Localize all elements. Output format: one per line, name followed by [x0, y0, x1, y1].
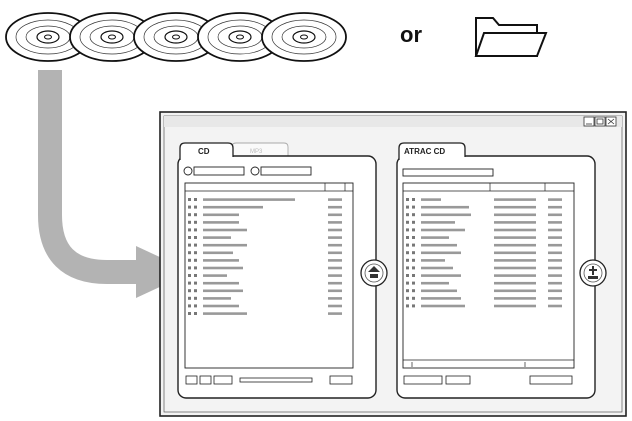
cd-track-row[interactable] — [188, 198, 342, 201]
left-control-button-4[interactable] — [329, 375, 353, 385]
or-text: or — [400, 22, 422, 47]
cd-track-rows — [188, 198, 342, 315]
right-control-button-1[interactable] — [403, 375, 443, 385]
cd-track-row[interactable] — [188, 220, 342, 224]
atrac-track-row[interactable] — [406, 258, 562, 262]
cd-track-row[interactable] — [188, 251, 342, 255]
cd-track-row[interactable] — [188, 266, 342, 270]
right-control-button-2[interactable] — [445, 375, 471, 385]
cd-track-row[interactable] — [188, 312, 342, 315]
cd-track-row[interactable] — [188, 228, 342, 232]
destination-field[interactable] — [402, 168, 494, 177]
left-control-button-3[interactable] — [213, 375, 233, 385]
left-panel-controls — [185, 375, 353, 385]
atrac-track-row[interactable] — [406, 205, 562, 209]
tab-atrac-cd-label: ATRAC CD — [404, 147, 445, 156]
atrac-track-row[interactable] — [406, 198, 562, 201]
maximize-icon[interactable] — [594, 116, 606, 127]
cd-track-row[interactable] — [188, 236, 342, 239]
tab-atrac-cd[interactable]: ATRAC CD — [398, 142, 466, 160]
left-panel: MP3 CD — [177, 142, 377, 399]
tab-cd-label: CD — [198, 147, 210, 156]
left-control-button-1[interactable] — [185, 375, 198, 385]
folder-icon — [474, 17, 548, 57]
atrac-track-row[interactable] — [406, 274, 562, 277]
title-bar — [164, 116, 622, 127]
atrac-track-row[interactable] — [406, 281, 562, 285]
atrac-track-row[interactable] — [406, 220, 562, 224]
cd-track-row[interactable] — [188, 281, 342, 285]
right-control-button-3[interactable] — [529, 375, 573, 385]
cd-track-row[interactable] — [188, 296, 342, 300]
cd-track-row[interactable] — [188, 289, 342, 293]
cd-track-row[interactable] — [188, 304, 342, 308]
atrac-track-row[interactable] — [406, 251, 562, 255]
cd-disc-icon — [261, 12, 347, 62]
minimize-icon[interactable] — [583, 116, 595, 127]
cd-track-row[interactable] — [188, 213, 342, 217]
atrac-track-row[interactable] — [406, 304, 562, 308]
atrac-track-row[interactable] — [406, 266, 562, 270]
atrac-track-row[interactable] — [406, 228, 562, 232]
cd-disc-icon — [5, 12, 91, 62]
source-selector-1[interactable] — [183, 166, 245, 176]
cd-track-row[interactable] — [188, 258, 342, 262]
tab-mp3-label: MP3 — [250, 149, 263, 155]
cd-track-row[interactable] — [188, 205, 342, 209]
cd-track-row[interactable] — [188, 274, 342, 277]
source-selector-2[interactable] — [250, 166, 312, 176]
right-panel: ATRAC CD — [396, 142, 596, 399]
cd-disc-icon — [69, 12, 155, 62]
atrac-track-row[interactable] — [406, 289, 562, 293]
left-control-button-2[interactable] — [199, 375, 212, 385]
atrac-track-row[interactable] — [406, 236, 562, 239]
left-progress-bar — [239, 377, 313, 383]
atrac-track-row[interactable] — [406, 243, 562, 247]
atrac-track-rows — [406, 198, 562, 308]
tab-cd[interactable]: CD — [179, 142, 234, 160]
cd-track-row[interactable] — [188, 243, 342, 247]
atrac-track-row[interactable] — [406, 213, 562, 217]
transfer-disc-icon[interactable] — [360, 259, 388, 287]
cd-disc-stack — [5, 12, 347, 62]
burn-disc-icon[interactable] — [579, 259, 607, 287]
tab-mp3[interactable]: MP3 — [231, 142, 289, 156]
right-panel-controls — [403, 375, 573, 385]
close-icon[interactable] — [605, 116, 617, 127]
atrac-track-row[interactable] — [406, 296, 562, 300]
